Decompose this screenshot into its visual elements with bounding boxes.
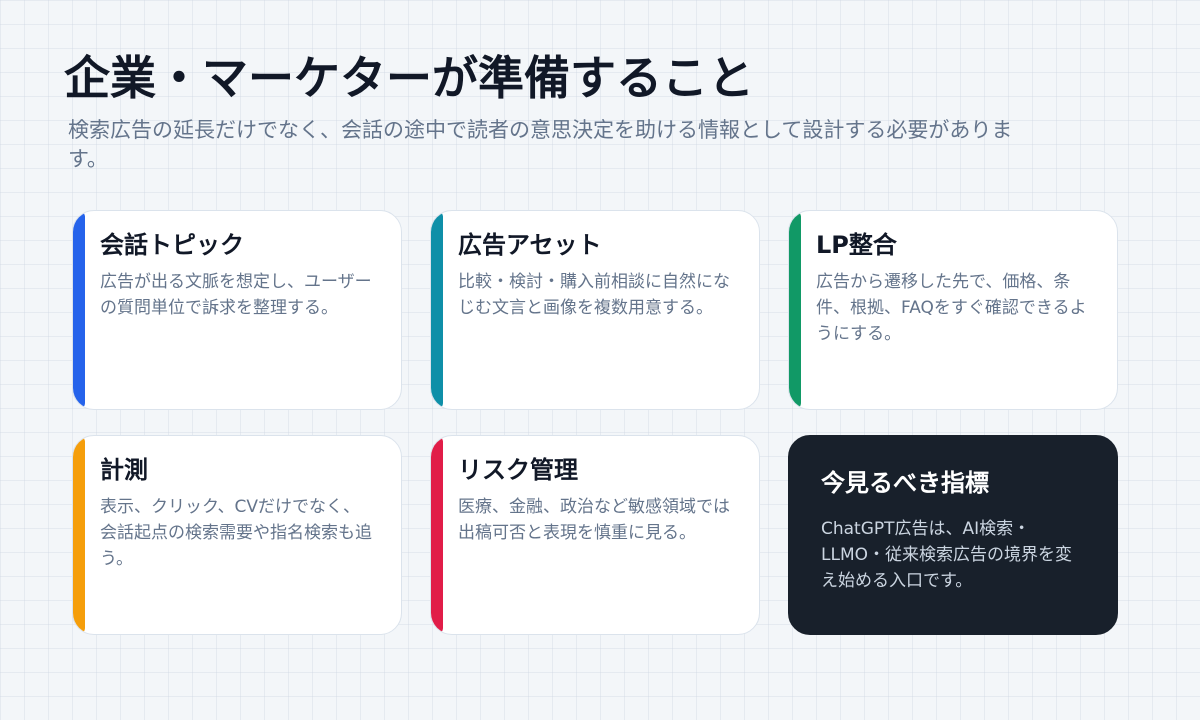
card-description: 医療、金融、政治など敏感領域では出稿可否と表現を慎重に見る。 [458,497,730,543]
card-key-metrics: 今見るべき指標 ChatGPT広告は、AI検索・LLMO・従来検索広告の境界を変… [788,435,1118,635]
card-ad-assets: 広告アセット 比較・検討・購入前相談に自然になじむ文言と画像を複数用意する。 [430,210,760,410]
card-description: 広告から遷移した先で、価格、条件、根拠、FAQをすぐ確認できるようにする。 [816,272,1087,344]
card-title: 今見るべき指標 [821,469,989,497]
card-title: LP整合 [816,231,897,259]
page-title: 企業・マーケターが準備すること [64,51,754,105]
card-risk-management: リスク管理 医療、金融、政治など敏感領域では出稿可否と表現を慎重に見る。 [430,435,760,635]
card-accent-bar [789,211,801,409]
card-accent-bar [431,436,443,634]
card-description: ChatGPT広告は、AI検索・LLMO・従来検索広告の境界を変え始める入口です… [821,519,1072,591]
card-title: リスク管理 [458,456,578,484]
card-accent-bar [73,211,85,409]
card-title: 会話トピック [100,231,244,259]
card-accent-bar [431,211,443,409]
page-subtitle: 検索広告の延長だけでなく、会話の途中で読者の意思決定を助ける情報として設計する必… [68,118,1013,171]
card-measurement: 計測 表示、クリック、CVだけでなく、会話起点の検索需要や指名検索も追う。 [72,435,402,635]
card-description: 広告が出る文脈を想定し、ユーザーの質問単位で訴求を整理する。 [100,272,372,318]
card-description: 比較・検討・購入前相談に自然になじむ文言と画像を複数用意する。 [458,272,730,318]
card-title: 広告アセット [458,231,602,259]
card-conversation-topics: 会話トピック 広告が出る文脈を想定し、ユーザーの質問単位で訴求を整理する。 [72,210,402,410]
card-accent-bar [73,436,85,634]
card-description: 表示、クリック、CVだけでなく、会話起点の検索需要や指名検索も追う。 [100,497,372,569]
card-title: 計測 [100,456,148,484]
card-lp-alignment: LP整合 広告から遷移した先で、価格、条件、根拠、FAQをすぐ確認できるようにす… [788,210,1118,410]
